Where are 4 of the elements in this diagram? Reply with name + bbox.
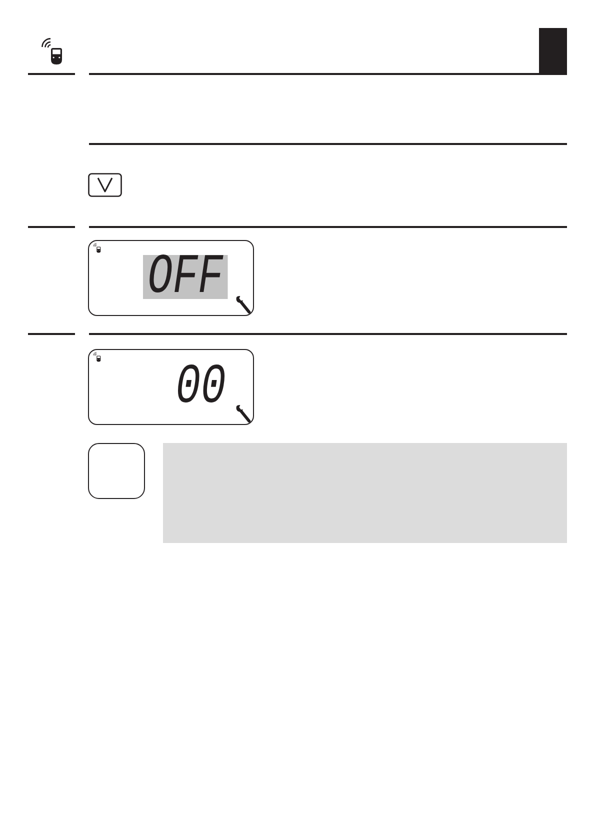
lcd-display — [88, 240, 254, 316]
lcd-display — [88, 349, 254, 425]
lcd-readout: OFF — [143, 255, 228, 299]
lcd-readout: 00 — [174, 365, 227, 409]
